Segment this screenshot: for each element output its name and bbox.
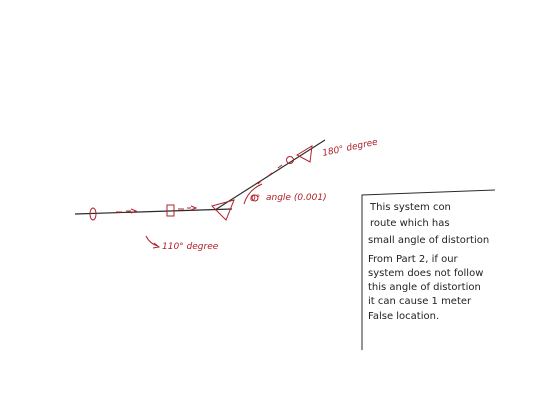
corner-triangle-marker — [211, 199, 235, 221]
arrowhead-middle — [190, 205, 198, 211]
diagonal-circle-marker — [286, 156, 294, 164]
middle-marker — [166, 204, 175, 217]
diagonal-dashes — [257, 164, 283, 185]
note-line-8: False location. — [368, 311, 439, 322]
note-line-1: This system con — [369, 202, 451, 213]
label-angle-value: angle (0.001) — [266, 193, 327, 203]
note-box: This system con route which has small an… — [361, 189, 496, 350]
arrowhead-110 — [152, 242, 161, 249]
note-line-6: this angle of distortion — [368, 282, 481, 293]
note-line-4: From Part 2, if our — [368, 254, 459, 265]
dashed-arrow-start — [116, 210, 131, 213]
note-line-3: small angle of distortion — [368, 235, 489, 246]
start-marker — [89, 207, 97, 221]
note-line-5: system does not follow — [368, 268, 483, 279]
route-line — [74, 208, 233, 215]
note-line-7: it can cause 1 meter — [368, 296, 472, 307]
arrowhead-start — [130, 208, 138, 214]
end-triangle-marker — [295, 145, 313, 163]
note-line-2: route which has — [370, 218, 450, 229]
angle-arc — [243, 183, 263, 205]
angle-small-circle — [251, 194, 259, 202]
dashed-arrow-middle — [178, 207, 191, 210]
note-box-border — [361, 189, 496, 350]
label-angle-prefix: 0° — [250, 194, 260, 204]
label-110-degree: 110° degree — [162, 242, 219, 252]
label-180-degree: 180° degree — [322, 137, 380, 159]
